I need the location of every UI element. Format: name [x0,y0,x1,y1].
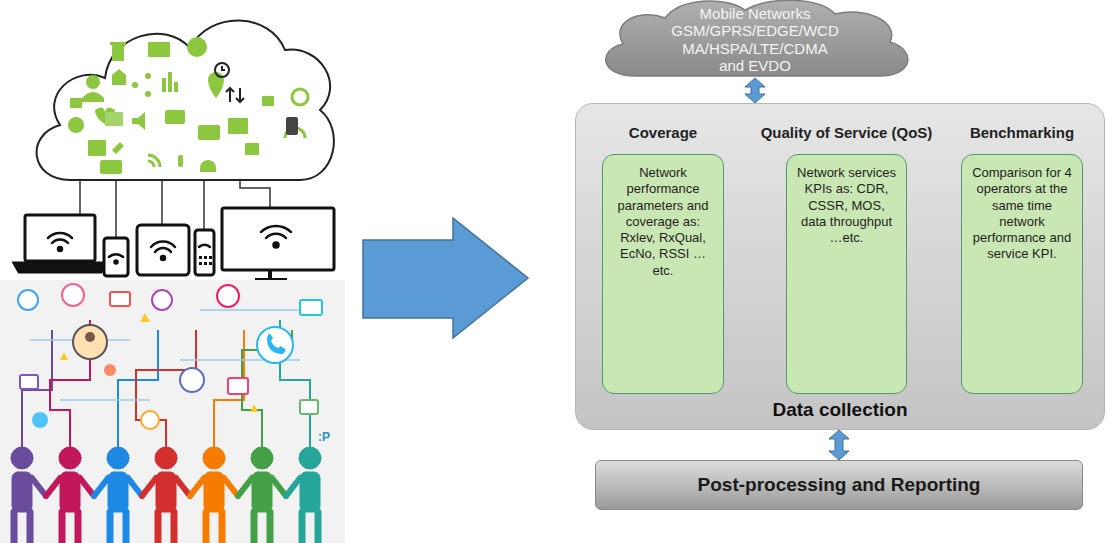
flow-arrow [363,218,528,338]
kpi-box: Network services KPIs as: CDR, CSSR, MOS… [786,154,907,394]
cloud-text: Mobile Networks GSM/GPRS/EDGE/WCD MA/HSP… [670,5,840,74]
collection-panel: Data collection CoverageNetwork performan… [575,103,1105,430]
network-cloud: Mobile Networks GSM/GPRS/EDGE/WCD MA/HSP… [595,0,915,78]
phone-keypad [199,256,212,265]
kpi-box: Network performance parameters and cover… [602,154,724,394]
bar-title: Post-processing and Reporting [698,474,981,496]
social-icons [18,284,322,429]
people-holding-hands [11,447,321,542]
benchmark-box: BenchmarkingComparison for 4 operators a… [961,124,1083,394]
kpi-box: Comparison for 4 operators at the same t… [961,154,1083,394]
devices [14,208,334,280]
panel-title: Data collection [576,399,1104,421]
kpi-text: Comparison for 4 operators at the same t… [969,165,1075,263]
double-arrow [829,430,849,460]
group-heading: Quality of Service (QoS) [761,124,933,141]
clock-arrows [215,63,244,102]
cloud-outline [37,20,334,180]
emoticon-label: :P [318,430,330,444]
kpi-text: Network services KPIs as: CDR, CSSR, MOS… [794,165,899,246]
qos-box: Quality of Service (QoS)Network services… [786,124,907,394]
group-heading: Benchmarking [970,124,1074,141]
double-arrow [745,78,765,103]
kpi-text: Network performance parameters and cover… [610,165,716,279]
reporting-bar: Post-processing and Reporting [595,460,1083,510]
app-icons [68,37,308,174]
coverage-box: CoverageNetwork performance parameters a… [602,124,724,394]
wifi-symbols [48,226,291,263]
group-heading: Coverage [629,124,697,141]
network-lines [22,310,310,450]
social-background [0,280,345,543]
